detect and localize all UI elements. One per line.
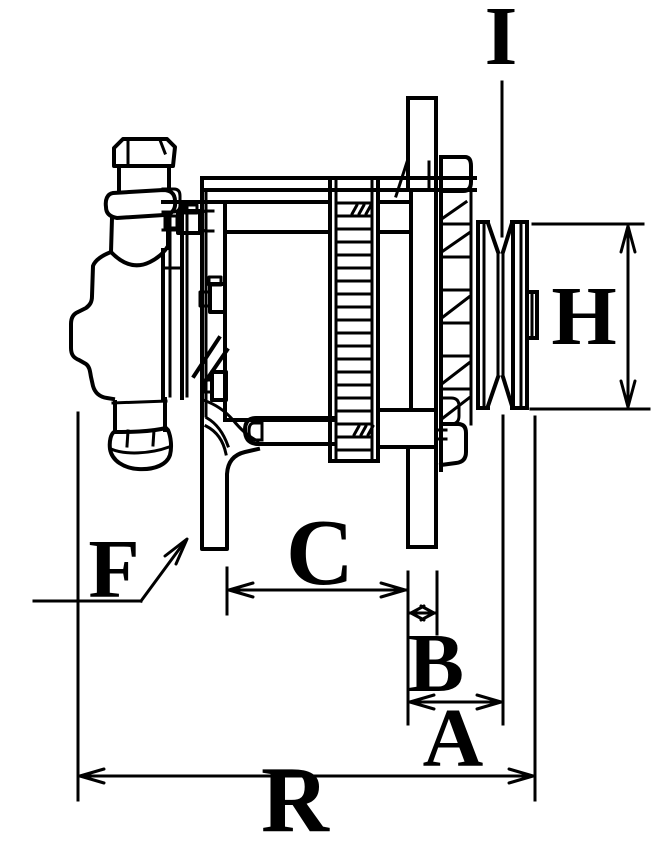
gusset-curve — [204, 415, 230, 448]
hex-corner-line — [158, 138, 167, 155]
dim-label-R: R — [261, 748, 330, 843]
dim-H-arrow-up — [619, 224, 637, 254]
fan-blade-diagonals — [440, 199, 472, 421]
dim-B-arrow-right — [419, 604, 436, 622]
dim-B-arrow-left — [409, 604, 426, 622]
fitting-flat — [125, 429, 130, 448]
shaft-nut — [525, 290, 539, 340]
dim-label-I: I — [485, 0, 518, 83]
dim-R-arrow-right — [507, 767, 535, 785]
dim-A-arrow-right — [475, 693, 503, 711]
dim-label-C: C — [286, 501, 354, 605]
dimension-R: R — [78, 748, 535, 843]
dim-H-arrow-down — [619, 379, 637, 409]
groove-bottom-right — [500, 374, 515, 409]
fin-ribs — [334, 201, 374, 452]
fan-bottom-cap — [438, 422, 468, 468]
groove-top-left — [485, 220, 501, 255]
bolt-cap — [198, 209, 215, 233]
dimension-C: C — [227, 501, 407, 605]
hose-fitting-bottom — [107, 426, 174, 472]
groove-top-right — [500, 220, 515, 255]
dimension-B: B — [408, 604, 464, 710]
rear-mounting-leg — [406, 445, 438, 549]
dimension-A: A — [408, 692, 503, 785]
stator-fins — [328, 176, 380, 463]
dim-F-arrowhead — [163, 537, 189, 566]
bottom-band — [243, 416, 335, 446]
alternator-body — [161, 96, 477, 549]
knurl-marks-lower — [352, 424, 375, 437]
front-leg-fillet — [203, 423, 228, 456]
pulley — [476, 220, 539, 410]
dim-C-arrow-left — [227, 581, 255, 599]
hose-fitting-top-hex — [112, 137, 177, 168]
dim-label-B: B — [408, 617, 464, 710]
dim-R-arrow-left — [78, 767, 106, 785]
pump-barrel — [108, 215, 115, 255]
bolt-tab — [183, 203, 199, 215]
fan-top-cap — [439, 155, 473, 193]
dimension-I: I — [485, 0, 518, 238]
groove-bottom-left — [485, 374, 501, 409]
vacuum-pump — [69, 137, 182, 472]
front-leg-outline — [200, 416, 261, 551]
hose-fitting-midline — [109, 445, 171, 455]
knurl-marks-upper — [350, 203, 373, 216]
dimensions: I H F C — [32, 0, 651, 843]
fitting-flat — [151, 428, 156, 447]
bolt-head — [208, 282, 227, 314]
lug-chamfer — [394, 160, 409, 198]
brace-diagonal — [191, 335, 222, 379]
dim-F-leader — [138, 541, 186, 604]
cooling-fan — [438, 155, 473, 472]
pump-barrel-bottom-arc — [108, 243, 171, 268]
dim-label-A: A — [423, 692, 484, 785]
bolt-tab — [207, 275, 223, 287]
front-mounting-leg — [200, 416, 261, 551]
dimension-H: H — [529, 222, 651, 411]
dim-label-H: H — [551, 270, 616, 363]
dim-C-arrow-right — [379, 581, 407, 599]
fan-blade-lines — [439, 222, 473, 391]
mounting-bracket — [161, 176, 260, 448]
dimension-F: F — [32, 523, 189, 616]
dim-A-arrow-left — [408, 693, 436, 711]
bottom-band-bolt — [247, 421, 264, 442]
pump-body-outline — [69, 249, 116, 402]
pump-lower-band — [111, 399, 168, 405]
